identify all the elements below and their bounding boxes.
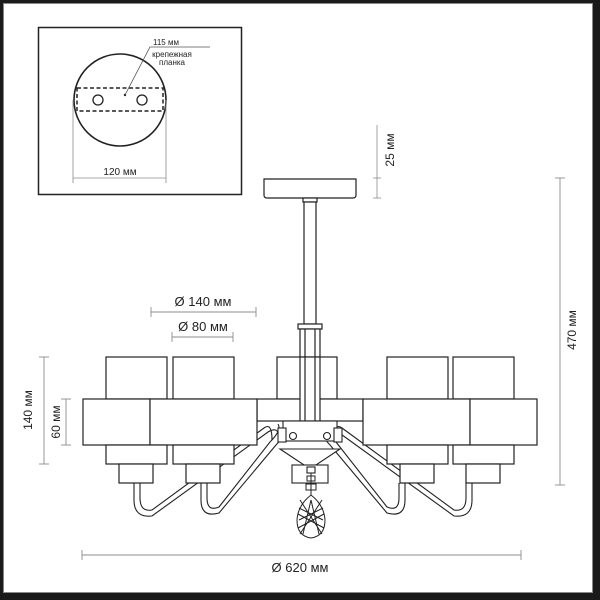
bracket-leader-line: [124, 46, 210, 96]
socket-5: [465, 463, 501, 484]
shade-total-height-label: 140 мм: [21, 390, 35, 430]
shade-5-band: [469, 398, 538, 446]
total-diameter-dimension: Ø 620 мм: [81, 550, 522, 575]
shade-2-top: [172, 356, 235, 400]
crystal-pendant: [296, 473, 326, 539]
shade-2-band: [149, 398, 258, 446]
bracket-length-label: 115 мм: [153, 38, 179, 47]
screw-hole-right: [136, 94, 148, 106]
central-hub: [277, 420, 343, 484]
shade-height-dimensions: 140 мм 60 мм: [21, 356, 71, 465]
bracket-label-line2: планка: [159, 58, 186, 67]
mounting-bracket: [76, 87, 164, 112]
bracket-label-line1: крепежная: [152, 50, 192, 59]
plate-diameter-label: 120 мм: [103, 167, 136, 178]
shades: [82, 356, 538, 484]
total-height-label: 470 мм: [565, 310, 579, 350]
canopy-height-label: 25 мм: [383, 133, 397, 166]
canopy-and-rod: [263, 178, 357, 422]
total-height-dimension: 470 мм: [555, 177, 579, 486]
socket-1: [118, 463, 154, 484]
shade-band-height-label: 60 мм: [49, 405, 63, 438]
shade-5-top: [452, 356, 515, 400]
canopy-height-dimension: 25 мм: [373, 125, 397, 199]
mounting-plate-inset: 115 мм крепежная планка 120 мм: [37, 26, 243, 196]
shade-4-band: [362, 398, 471, 446]
socket-4: [399, 463, 435, 484]
socket-2: [185, 463, 221, 484]
shade-inner-diameter-label: Ø 80 мм: [178, 319, 228, 334]
shade-1-top: [105, 356, 168, 400]
shade-1-band: [82, 398, 151, 446]
shade-1-bottom: [105, 444, 168, 465]
shade-5-bottom: [452, 444, 515, 465]
canopy: [263, 178, 357, 199]
screw-hole-left: [92, 94, 104, 106]
shade-2-bottom: [172, 444, 235, 465]
shade-4-top: [386, 356, 449, 400]
total-diameter-label: Ø 620 мм: [272, 560, 329, 575]
shade-4-bottom: [386, 444, 449, 465]
shade-outer-diameter-label: Ø 140 мм: [175, 294, 232, 309]
shade-diameter-dimensions: Ø 140 мм Ø 80 мм: [150, 294, 257, 342]
